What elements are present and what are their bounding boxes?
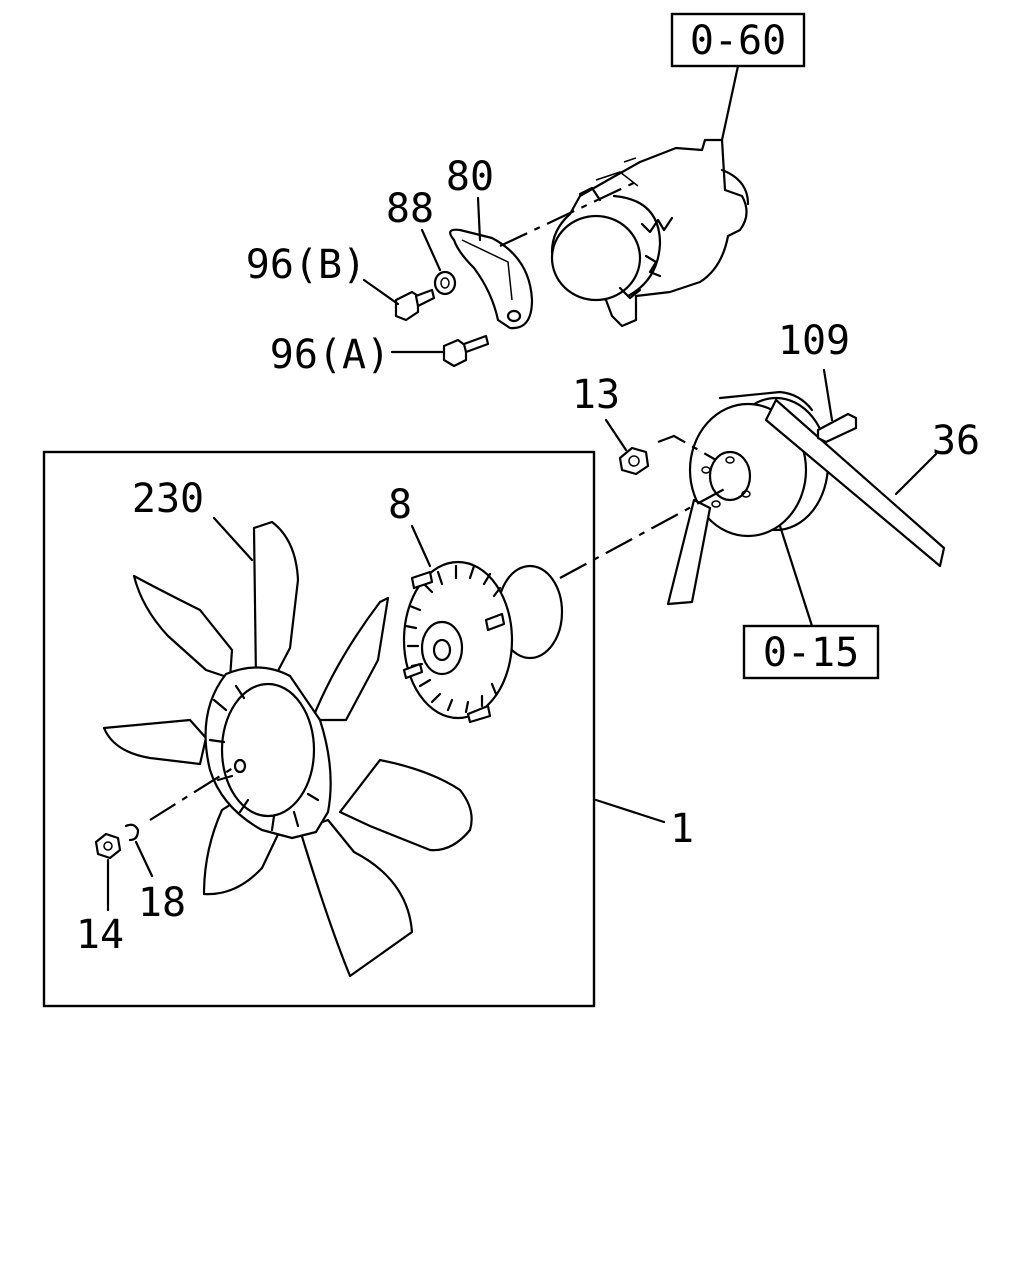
fan-hub-center: [220, 682, 316, 818]
callout-230[interactable]: 230: [132, 476, 204, 522]
callout-8[interactable]: 8: [388, 482, 412, 528]
adjust-bracket: [449, 228, 534, 330]
reference-label-0-60: 0-60: [690, 18, 786, 64]
nut-13: [618, 446, 650, 476]
bolt-96b: [394, 288, 436, 322]
callout-36[interactable]: 36: [932, 418, 980, 464]
callout-13[interactable]: 13: [572, 372, 620, 418]
nut-14-hole: [103, 841, 113, 851]
leader-96b: [362, 278, 400, 306]
leader-1: [594, 798, 666, 824]
callout-96b[interactable]: 96(B): [246, 242, 366, 288]
stud-109: [816, 412, 858, 444]
alternator: [550, 138, 750, 328]
fan-hub-ribs: [208, 684, 320, 832]
nut-14: [94, 832, 122, 860]
callout-14[interactable]: 14: [76, 912, 124, 958]
reference-box-0-60[interactable]: 0-60: [670, 12, 806, 68]
callout-88[interactable]: 88: [386, 186, 434, 232]
callout-80[interactable]: 80: [446, 154, 494, 200]
washer-88: [433, 270, 457, 296]
reference-label-0-15: 0-15: [763, 630, 859, 676]
water-pump-pulley: [688, 396, 830, 538]
leader-88: [420, 228, 442, 272]
fan-clutch: [402, 560, 564, 724]
centerline-nut-13: [657, 434, 717, 461]
leader-8: [410, 524, 432, 568]
fan-blade-5: [298, 818, 414, 978]
leader-230: [212, 516, 254, 562]
leader-18: [134, 840, 154, 878]
callout-18[interactable]: 18: [138, 880, 186, 926]
washer-88-hole: [440, 277, 450, 289]
centerline-fan-clutch: [559, 485, 731, 579]
fan-blade-1: [252, 520, 300, 688]
fan-blade-3: [102, 718, 208, 766]
cooling-fan: [102, 520, 473, 978]
leader-80: [476, 196, 482, 242]
v-belt: [666, 390, 946, 606]
centerline-fan-bolt: [149, 765, 237, 821]
fan-blade-6: [338, 758, 473, 852]
nut-13-hole: [628, 455, 640, 467]
fan-blade-7: [310, 596, 390, 722]
washer-18: [124, 823, 140, 842]
callout-109[interactable]: 109: [778, 318, 850, 364]
reference-box-0-15[interactable]: 0-15: [742, 624, 880, 680]
callout-1[interactable]: 1: [670, 806, 694, 852]
leader-36: [894, 452, 938, 496]
leader-0-60: [720, 64, 740, 142]
callout-96a[interactable]: 96(A): [270, 332, 390, 378]
leader-109: [822, 368, 834, 422]
leader-0-15: [778, 524, 814, 628]
centerline-alternator: [499, 179, 641, 247]
leader-13: [604, 418, 628, 452]
bolt-96a: [442, 334, 490, 368]
fan-bolt-hole: [233, 758, 247, 774]
